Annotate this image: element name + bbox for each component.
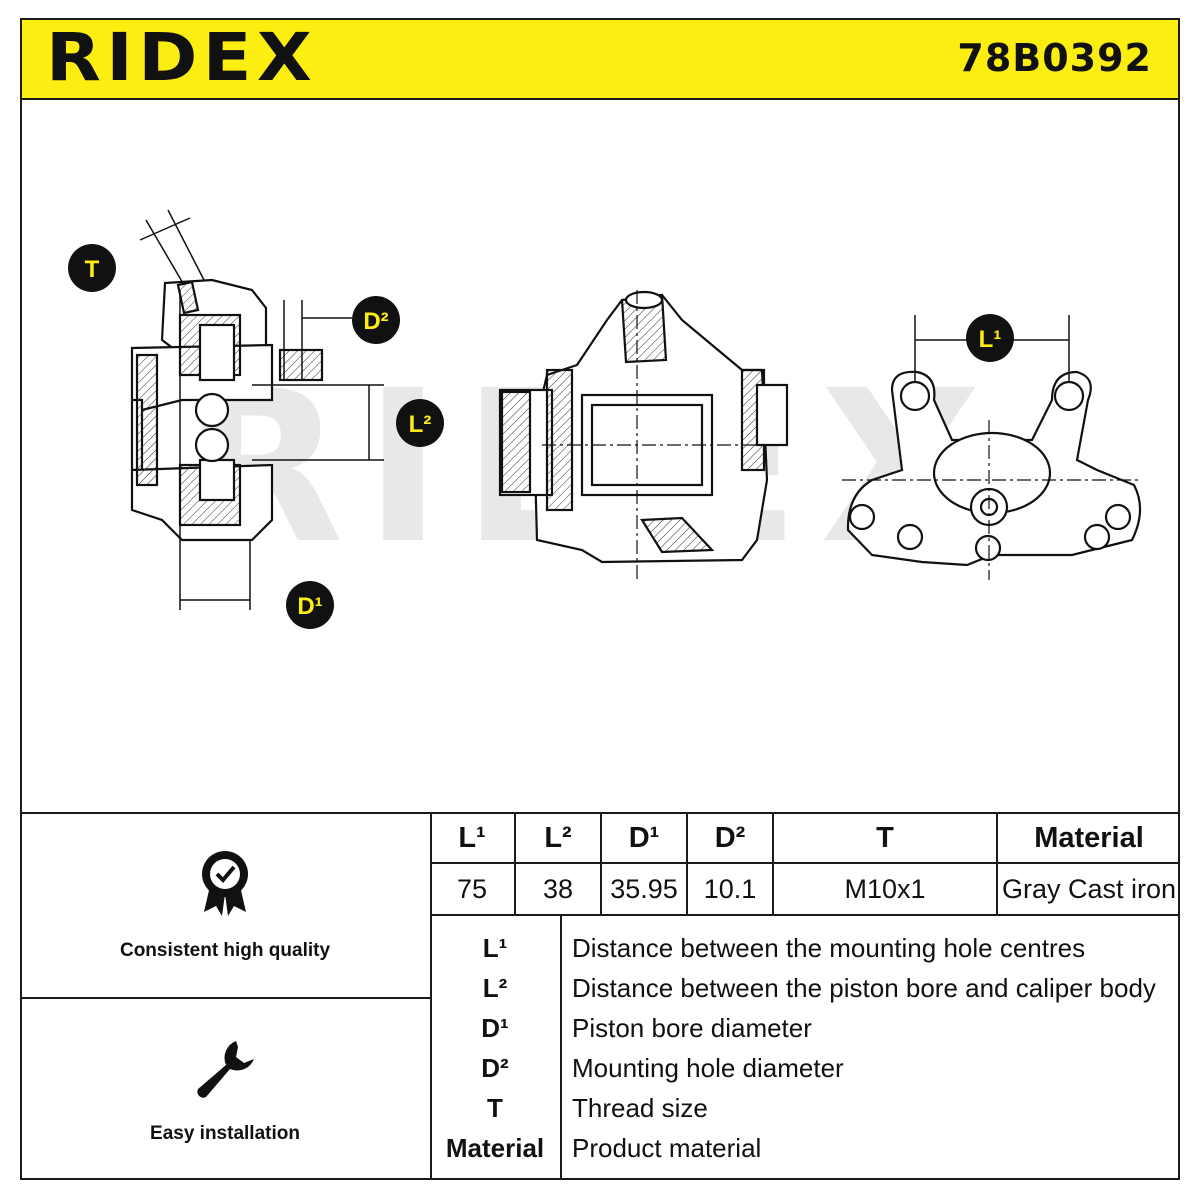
spec-section: Consistent high quality Easy installatio… xyxy=(20,812,1180,1182)
legend-symbol: T xyxy=(487,1093,503,1123)
svg-text:T: T xyxy=(85,256,100,283)
spec-header-D1: D¹ xyxy=(601,814,688,864)
brand-logo: RIDEX xyxy=(46,25,312,91)
svg-text:L¹: L¹ xyxy=(979,326,1002,353)
legend-description: Distance between the mounting hole centr… xyxy=(572,933,1086,963)
legend-row: D² Mounting hole diameter xyxy=(430,1048,1180,1088)
legend-symbol: L¹ xyxy=(482,933,508,963)
callout-L2: L² xyxy=(396,399,444,447)
legend-description: Product material xyxy=(572,1133,762,1163)
svg-text:D¹: D¹ xyxy=(297,593,322,620)
spec-table: L¹ L² D¹ D² T Material 75 38 35.95 10.1 … xyxy=(430,814,1180,916)
spec-value-D2: 10.1 xyxy=(687,863,774,916)
caliper-section-view xyxy=(130,209,384,610)
legend-row: L¹ Distance between the mounting hole ce… xyxy=(430,928,1180,968)
legend-symbol: Material xyxy=(445,1133,545,1163)
part-number: 78B0392 xyxy=(957,36,1152,80)
header-banner: RIDEX 78B0392 xyxy=(20,18,1180,100)
quality-badge-icon xyxy=(202,851,248,916)
brand-name: RIDEX xyxy=(46,19,318,96)
feature-quality: Consistent high quality xyxy=(20,814,430,997)
spec-header-material: Material xyxy=(997,814,1180,864)
legend-divider xyxy=(560,916,562,1180)
legend-description: Mounting hole diameter xyxy=(572,1053,844,1083)
caliper-rear-view xyxy=(842,315,1142,580)
callout-D2: D² xyxy=(352,296,400,344)
legend-description: Thread size xyxy=(572,1093,708,1123)
spec-value-material: Gray Cast iron xyxy=(997,863,1180,916)
legend-symbol: D² xyxy=(481,1053,509,1083)
feature-quality-label: Consistent high quality xyxy=(119,940,331,961)
spec-header-T: T xyxy=(773,814,998,864)
spec-table-values: 75 38 35.95 10.1 M10x1 Gray Cast iron xyxy=(430,863,1180,916)
spec-value-L1: 75 xyxy=(430,863,516,916)
caliper-front-view xyxy=(498,290,792,580)
callout-L1: L¹ xyxy=(966,314,1014,362)
spec-table-header: L¹ L² D¹ D² T Material xyxy=(430,814,1180,864)
feature-installation: Easy installation xyxy=(20,999,430,1180)
feature-divider xyxy=(20,997,430,999)
legend-description: Distance between the piston bore and cal… xyxy=(572,973,1156,1003)
spec-header-L1: L¹ xyxy=(430,814,516,864)
legend-symbol: L² xyxy=(482,973,508,1003)
legend-description: Piston bore diameter xyxy=(572,1013,812,1043)
svg-text:D²: D² xyxy=(363,308,388,335)
legend-panel: L¹ Distance between the mounting hole ce… xyxy=(430,916,1180,1180)
technical-drawing: RIDEX xyxy=(68,209,1142,629)
features-panel: Consistent high quality Easy installatio… xyxy=(20,814,432,1180)
spec-header-L2: L² xyxy=(515,814,602,864)
callout-D1: D¹ xyxy=(286,581,334,629)
spec-value-D1: 35.95 xyxy=(601,863,688,916)
legend-row: Material Product material xyxy=(430,1128,1180,1168)
callout-T: T xyxy=(68,244,116,292)
legend-row: L² Distance between the piston bore and … xyxy=(430,968,1180,1008)
legend-row: D¹ Piston bore diameter xyxy=(430,1008,1180,1048)
svg-text:L²: L² xyxy=(409,411,432,438)
spec-header-D2: D² xyxy=(687,814,774,864)
spec-value-T: M10x1 xyxy=(773,863,998,916)
wrench-icon xyxy=(197,1041,254,1098)
spec-value-L2: 38 xyxy=(515,863,602,916)
feature-installation-label: Easy installation xyxy=(150,1123,300,1144)
legend-row: T Thread size xyxy=(430,1088,1180,1128)
legend-symbol: D¹ xyxy=(481,1013,509,1043)
